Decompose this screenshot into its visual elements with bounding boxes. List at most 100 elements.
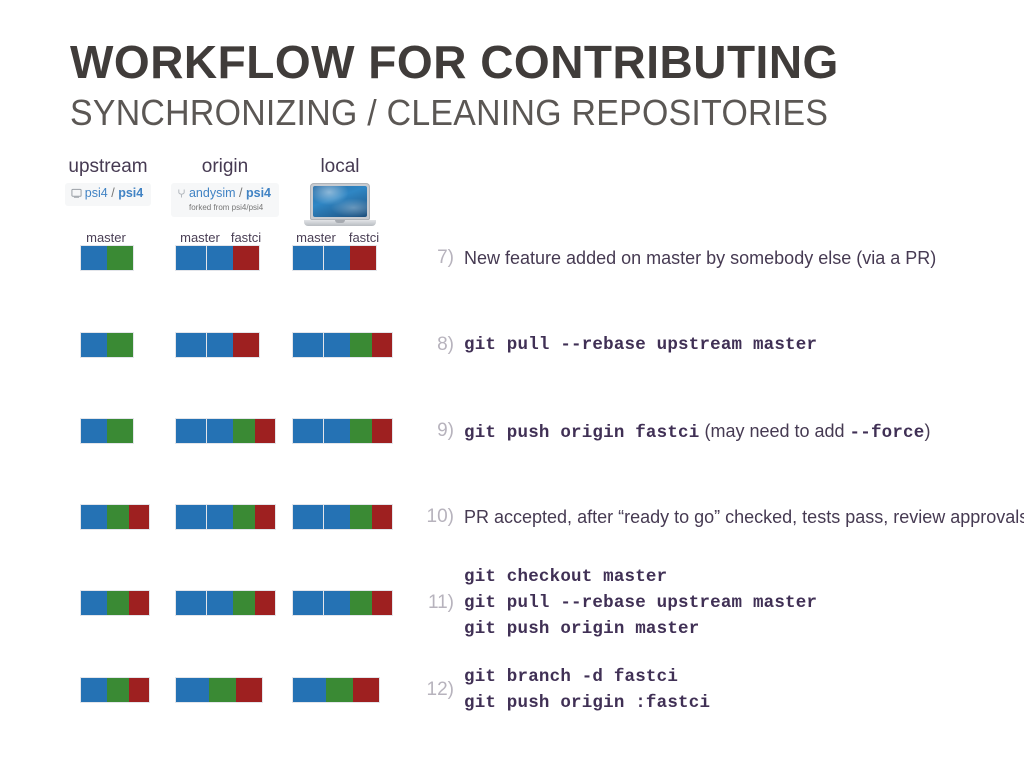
commit-bar-upstream-master bbox=[81, 246, 133, 270]
branch-label-origin-master: master bbox=[180, 230, 220, 245]
commit-bar-upstream-master bbox=[81, 419, 133, 443]
step-note-suffix: ) bbox=[924, 421, 931, 441]
git-command: git branch -d fastci bbox=[464, 667, 679, 687]
commit-segment-blue bbox=[207, 333, 233, 357]
commit-segment-blue bbox=[81, 505, 107, 529]
commit-segment-red bbox=[371, 505, 392, 529]
commit-segment-blue bbox=[81, 246, 107, 270]
workflow-step: 7) New feature added on master by somebod… bbox=[424, 245, 936, 271]
commit-segment-green bbox=[232, 591, 255, 615]
commit-bar-local-fastci bbox=[324, 505, 392, 529]
commit-segment-green bbox=[106, 591, 129, 615]
commit-segment-blue bbox=[293, 678, 326, 702]
commit-segment-blue bbox=[324, 333, 350, 357]
commit-segment-green bbox=[325, 678, 354, 702]
branch-label-local-master: master bbox=[296, 230, 336, 245]
commit-segment-blue bbox=[81, 591, 107, 615]
commit-segment-red bbox=[371, 333, 392, 357]
step-number: 10) bbox=[426, 506, 454, 527]
commit-bar-origin-master bbox=[176, 678, 262, 702]
commit-bar-origin-fastci bbox=[207, 591, 275, 615]
commit-segment-green bbox=[349, 419, 372, 443]
repo-owner-origin: andysim bbox=[188, 186, 236, 200]
commit-segment-blue bbox=[324, 505, 350, 529]
workflow-step: 8) git pull --rebase upstream master bbox=[424, 332, 817, 358]
commit-segment-green bbox=[349, 505, 372, 529]
git-command: git push origin :fastci bbox=[464, 693, 711, 713]
workflow-step: 9) git push origin fastci (may need to ad… bbox=[424, 418, 930, 446]
commit-bar-origin-fastci bbox=[207, 419, 275, 443]
repo-name-upstream: psi4 bbox=[118, 186, 144, 200]
commit-segment-blue bbox=[207, 246, 233, 270]
commit-segment-green bbox=[107, 419, 133, 443]
repo-column-title-local: local bbox=[320, 156, 360, 177]
branch-label-local-fastci: fastci bbox=[348, 230, 380, 245]
step-description: New feature added on master by somebody … bbox=[464, 248, 937, 268]
workflow-step: 10) PR accepted, after “ready to go” chec… bbox=[424, 504, 1024, 530]
commit-segment-blue bbox=[207, 591, 233, 615]
git-command: git pull --rebase upstream master bbox=[464, 593, 818, 613]
commit-segment-blue bbox=[81, 333, 107, 357]
commit-segment-red bbox=[236, 678, 262, 702]
git-flag: --force bbox=[849, 423, 925, 443]
step-number: 9) bbox=[437, 420, 454, 441]
commit-segment-blue bbox=[324, 591, 350, 615]
commit-segment-red bbox=[233, 333, 259, 357]
step-number: 8) bbox=[437, 334, 454, 355]
repo-owner-upstream: psi4 bbox=[84, 186, 108, 200]
commit-segment-red bbox=[350, 246, 376, 270]
commit-segment-blue bbox=[176, 678, 209, 702]
github-repo-chip-origin[interactable]: andysim / psi4 forked from psi4/psi4 bbox=[170, 183, 279, 217]
step-number: 7) bbox=[437, 247, 454, 268]
git-command: git pull --rebase upstream master bbox=[464, 335, 818, 355]
commit-bar-local-fastci bbox=[324, 591, 392, 615]
repo-column-title-origin: origin bbox=[201, 156, 249, 177]
commit-segment-blue bbox=[176, 591, 209, 615]
step-description: git checkout master git pull --rebase ups… bbox=[464, 564, 817, 642]
commit-bar-local-fastci bbox=[324, 419, 392, 443]
title-block: WORKFLOW FOR CONTRIBUTING SYNCHRONIZING … bbox=[70, 38, 970, 134]
commit-bar-local-fastci bbox=[324, 333, 392, 357]
commit-segment-green bbox=[349, 591, 372, 615]
commit-segment-blue bbox=[293, 591, 326, 615]
step-description: git push origin fastci (may need to add … bbox=[464, 418, 930, 446]
commit-bar-origin-fastci bbox=[207, 505, 275, 529]
commit-bar-origin-fastci bbox=[207, 333, 259, 357]
repo-column-title-upstream: upstream bbox=[68, 156, 148, 177]
commit-segment-blue bbox=[81, 678, 107, 702]
commit-bar-upstream-master bbox=[81, 591, 149, 615]
branch-label-upstream-master: master bbox=[86, 230, 126, 245]
repo-column-origin: origin andysim / psi4 forked from psi4/p… bbox=[162, 156, 288, 217]
commit-bar-upstream-master bbox=[81, 678, 149, 702]
commit-segment-green bbox=[107, 246, 133, 270]
commit-segment-red bbox=[371, 591, 392, 615]
commit-segment-green bbox=[232, 505, 255, 529]
commit-segment-green bbox=[208, 678, 237, 702]
commit-bar-upstream-master bbox=[81, 333, 133, 357]
step-number: 11) bbox=[427, 592, 454, 613]
repo-icon bbox=[71, 188, 82, 202]
commit-segment-green bbox=[107, 333, 133, 357]
repo-separator-origin: / bbox=[239, 186, 243, 200]
repo-column-local: local bbox=[288, 156, 392, 229]
commit-segment-green bbox=[106, 505, 129, 529]
git-command: git push origin fastci bbox=[464, 423, 700, 443]
workflow-step: 11) git checkout master git pull --rebase … bbox=[424, 564, 817, 642]
commit-segment-red bbox=[233, 246, 259, 270]
commit-segment-red bbox=[254, 419, 275, 443]
git-command: git checkout master bbox=[464, 567, 668, 587]
commit-segment-red bbox=[128, 505, 149, 529]
commit-bar-upstream-master bbox=[81, 505, 149, 529]
repo-column-upstream: upstream psi4 / psi4 bbox=[44, 156, 172, 207]
commit-segment-green bbox=[349, 333, 372, 357]
commit-segment-blue bbox=[81, 419, 107, 443]
forked-from-label: forked from psi4/psi4 bbox=[188, 203, 264, 213]
branch-label-origin-fastci: fastci bbox=[230, 230, 262, 245]
step-description: git pull --rebase upstream master bbox=[464, 332, 817, 358]
page-subtitle: SYNCHRONIZING / CLEANING REPOSITORIES bbox=[70, 92, 829, 134]
github-repo-chip-upstream[interactable]: psi4 / psi4 bbox=[64, 183, 152, 207]
commit-segment-green bbox=[232, 419, 255, 443]
commit-bar-local-fastci bbox=[324, 246, 376, 270]
step-description: PR accepted, after “ready to go” checked… bbox=[464, 507, 1024, 527]
